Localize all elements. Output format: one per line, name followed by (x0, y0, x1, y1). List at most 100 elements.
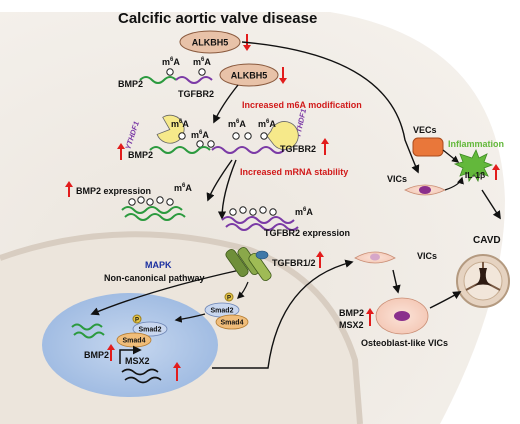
msx2-mrna-nuc-2 (124, 376, 162, 384)
msx2-label-nuc: MSX2 (125, 356, 150, 366)
tgfbr2-expr-beads (229, 206, 277, 216)
osteoblast-label: Osteoblast-like VICs (361, 338, 448, 348)
vics-label-top: VICs (387, 174, 407, 184)
p-label-nuc: P (135, 318, 139, 324)
il1b-label: IL-1β (465, 170, 485, 180)
up-arrow-bmp2-mid (117, 143, 125, 160)
bmp2-label-mid: BMP2 (128, 150, 153, 160)
bmp2-label-osteo: BMP2 (339, 308, 364, 318)
m6a-label-6: m6A (258, 119, 276, 129)
bmp2-mrna-expr-1 (121, 206, 183, 214)
m6a-label-7: m6A (174, 183, 192, 193)
arrow-nucleus-to-vics (212, 259, 354, 369)
increased-stability-label: Increased mRNA stability (240, 167, 348, 177)
svg-text:m6A: m6A (193, 57, 211, 67)
svg-text:m6A: m6A (191, 130, 209, 140)
bmp2-expr-beads (128, 196, 174, 206)
tgfbr2-expression-label: TGFBR2 expression (264, 228, 350, 238)
bmp2-expression-label: BMP2 expression (76, 186, 151, 196)
up-arrow-msx2-nuc (173, 362, 181, 381)
cavd-label: CAVD (473, 235, 501, 246)
non-canonical-label: Non-canonical pathway (104, 273, 205, 283)
bmp2-mrna-top (139, 76, 177, 84)
mapk-label: MAPK (145, 260, 172, 270)
smad4-label-nuc: Smad4 (123, 338, 146, 345)
osteoblast-nucleus (394, 311, 410, 321)
up-arrow-osteo (366, 308, 374, 326)
up-down-arrow-alkbh5-top (243, 34, 251, 51)
arrow-receptor-to-nucleus (90, 269, 241, 316)
tgfbr2-label-mid: TGFBR2 (280, 144, 316, 154)
vec-cell (412, 137, 444, 157)
m6a-label-4: m6A (191, 130, 209, 140)
arrow-stability-right (217, 159, 237, 220)
inflammation-burst (453, 149, 494, 183)
tgfbr12-label: TGFBR1/2 (272, 258, 316, 268)
vic-nucleus-top (419, 186, 431, 194)
bmp2-label-top: BMP2 (118, 79, 143, 89)
m6a-label-8: m6A (295, 207, 313, 217)
down-arrow-alkbh5-mid (279, 67, 287, 84)
up-arrow-bmp2-expr (65, 181, 73, 197)
msx2-mrna-nuc-1 (121, 368, 159, 376)
vics-label-lower: VICs (417, 251, 437, 261)
m6a-beads-mid (178, 132, 268, 148)
msx2-label-osteo: MSX2 (339, 320, 364, 330)
tgfbr2-mrna-expr-2 (225, 223, 299, 231)
vic-nucleus-lower (370, 253, 380, 261)
smad4-cyto (215, 314, 249, 330)
m6a-label-1: m6A (162, 57, 180, 67)
smad2-nuc (132, 321, 168, 337)
inflammation-label: Inflammation (448, 139, 504, 149)
m6a-label-2: m6A (193, 57, 211, 67)
p-badge-cyto (224, 292, 234, 302)
alkbh5-ellipse-top (179, 30, 241, 54)
arrow-vic-to-inflammation (444, 176, 464, 191)
smad4-label-cyto: Smad4 (221, 320, 244, 327)
bmp2-label-nuc: BMP2 (84, 350, 109, 360)
m6a-bead (198, 68, 206, 76)
smad2-label-cyto: Smad2 (211, 308, 234, 315)
bmp2-mrna-nuc-1 (71, 323, 103, 331)
arrow-vec-to-inflammation (442, 149, 460, 163)
tgfbr-receptor (225, 247, 272, 281)
tgfbr2-mrna-mid (211, 146, 285, 154)
m6a-label-5: m6A (228, 119, 246, 129)
bmp2-mrna-expr-2 (124, 213, 186, 221)
arrow-inflammation-to-cavd (481, 189, 501, 220)
p-label-cyto: P (227, 296, 231, 302)
arrow-alkbh5-to-vics (241, 41, 420, 174)
increased-m6a-label: Increased m6A modification (242, 100, 362, 110)
svg-text:m6A: m6A (258, 119, 276, 129)
alkbh5-label-top: ALKBH5 (192, 38, 229, 48)
tgfbr2-mrna-expr-1 (221, 216, 295, 224)
m6a-bead (166, 68, 174, 76)
m6a-label-3: m6A (171, 119, 189, 129)
bmp2-mrna-nuc-2 (73, 331, 105, 339)
ythdf1-reader-right (266, 121, 299, 150)
bmp2-mrna-mid (149, 146, 211, 154)
svg-text:m6A: m6A (228, 119, 246, 129)
arrow-osteoblast-to-cavd (429, 291, 462, 309)
svg-text:m6A: m6A (171, 119, 189, 129)
arrow-vic-to-osteoblast (392, 269, 401, 294)
arrow-receptor-to-smad (236, 281, 249, 300)
valve-opening (474, 268, 492, 286)
up-arrow-il1b (492, 164, 500, 180)
alkbh5-ellipse-mid (219, 63, 279, 87)
arrow-stability-left (206, 159, 233, 202)
arrow-alkbh5-to-readers (213, 84, 239, 124)
up-arrow-tgfbr12 (316, 251, 324, 268)
title: Calcific aortic valve disease (118, 10, 317, 27)
svg-text:m6A: m6A (162, 57, 180, 67)
svg-text:m6A: m6A (295, 207, 313, 217)
arrow-smad-to-nucleus (174, 313, 206, 323)
svg-text:m6A: m6A (174, 183, 192, 193)
p-badge-nuc (132, 314, 142, 324)
tgfbr2-mrna-top (175, 76, 213, 84)
up-arrow-bmp2-nuc (107, 344, 115, 361)
alkbh5-label-mid: ALKBH5 (231, 71, 268, 81)
vecs-label: VECs (413, 125, 437, 135)
